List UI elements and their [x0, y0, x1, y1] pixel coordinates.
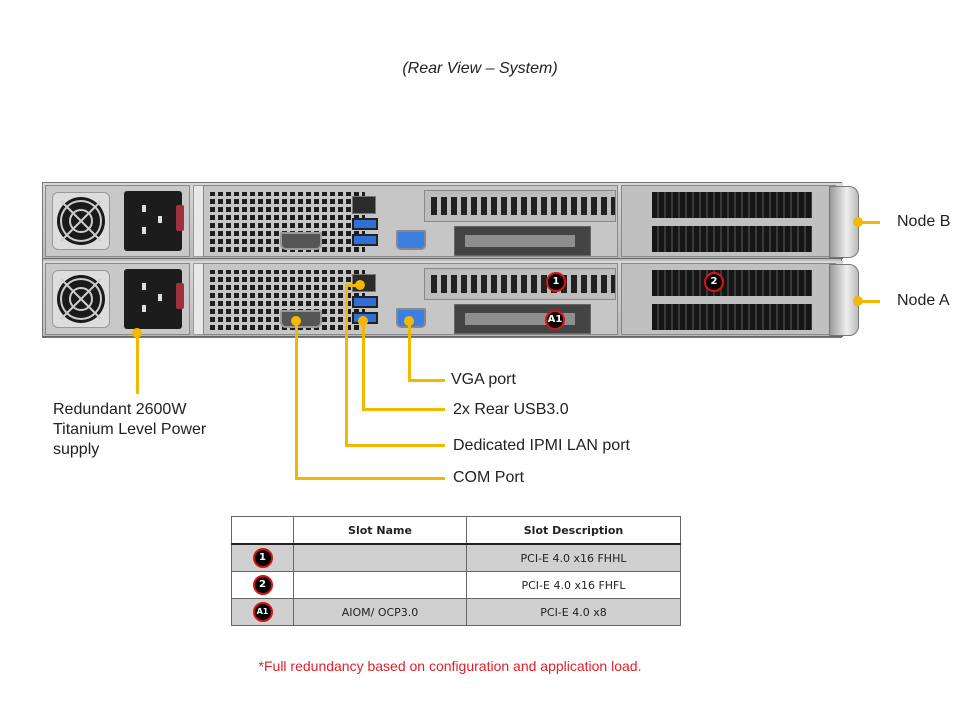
usb-label: 2x Rear USB3.0	[453, 401, 569, 418]
com-port-node-a	[280, 310, 322, 328]
callout-line-node-b	[858, 221, 880, 224]
gpu-grille	[652, 192, 812, 218]
callout-line-usb	[362, 320, 365, 410]
table-header: Slot Description	[466, 516, 681, 545]
node-b	[43, 183, 859, 259]
slot-a1-badge: A1	[545, 310, 565, 330]
ipmi-lan-port-node-b	[352, 196, 376, 214]
callout-line-vga	[408, 320, 411, 381]
aiom-slot-node-a	[454, 304, 591, 334]
slot-2-badge: 2	[704, 272, 724, 292]
slot-badge: A1	[252, 602, 273, 622]
callout-line-vga	[408, 379, 445, 382]
ipmi-lan-label: Dedicated IPMI LAN port	[453, 437, 630, 454]
slot-name	[293, 543, 467, 572]
power-supply-bottom	[45, 263, 190, 335]
power-supply-top	[45, 185, 190, 257]
callout-line-ipmi	[345, 284, 348, 446]
pcie-slot-2-node-b	[621, 185, 859, 258]
pcie-slot-2-node-a: 2	[621, 263, 859, 336]
io-panel-node-a: 1 A1	[203, 263, 618, 335]
slot-name: AIOM/ OCP3.0	[293, 598, 467, 626]
slot-badge: 2	[252, 575, 273, 595]
usb-port	[352, 218, 378, 230]
slot-description: PCI-E 4.0 x8	[466, 598, 681, 626]
slot-table: Slot Name Slot Description 1 PCI-E 4.0 x…	[231, 516, 681, 626]
slot-description: PCI-E 4.0 x16 FHFL	[466, 571, 681, 599]
table-row: 1 PCI-E 4.0 x16 FHHL	[231, 543, 681, 572]
power-inlet	[124, 269, 184, 329]
pcie-slot-1-node-a	[424, 268, 616, 300]
gpu-grille	[652, 304, 812, 330]
callout-line-ipmi	[345, 444, 445, 447]
callout-line-usb	[362, 408, 445, 411]
table-header	[231, 516, 294, 545]
fan-icon	[52, 270, 110, 328]
vga-label: VGA port	[451, 371, 516, 388]
slot-name	[293, 571, 467, 599]
footnote: *Full redundancy based on configuration …	[258, 658, 642, 674]
aiom-slot-node-b	[454, 226, 591, 256]
table-row: 2 PCI-E 4.0 x16 FHFL	[231, 571, 681, 599]
com-port-label: COM Port	[453, 469, 525, 486]
slot-description: PCI-E 4.0 x16 FHHL	[466, 543, 681, 572]
callout-line-ipmi	[345, 284, 359, 287]
callout-line-psu	[136, 332, 139, 394]
com-port-node-b	[280, 232, 322, 250]
vga-port-node-b	[396, 230, 426, 250]
power-inlet	[124, 191, 184, 251]
node-b-label: Node B	[897, 213, 951, 230]
usb-port	[352, 234, 378, 246]
diagram-caption: (Rear View – System)	[402, 60, 558, 77]
gpu-grille	[652, 226, 812, 252]
psu-label: Redundant 2600W Titanium Level Power sup…	[53, 401, 207, 458]
callout-line-com	[295, 477, 445, 480]
gpu-grille	[652, 270, 812, 296]
server-chassis-rear: 1 A1 2	[42, 182, 859, 338]
table-header-row: Slot Name Slot Description	[231, 516, 681, 545]
node-a-label: Node A	[897, 292, 950, 309]
table-row: A1 AIOM/ OCP3.0 PCI-E 4.0 x8	[231, 598, 681, 626]
usb-port	[352, 296, 378, 308]
callout-dot	[355, 280, 365, 290]
table-header: Slot Name	[293, 516, 467, 545]
callout-line-com	[295, 320, 298, 480]
fan-icon	[52, 192, 110, 250]
pcie-slot-1-node-b	[424, 190, 616, 222]
node-a: 1 A1 2	[43, 261, 859, 337]
io-panel-node-b	[203, 185, 618, 257]
slot-1-badge: 1	[546, 272, 566, 292]
slot-badge: 1	[252, 548, 273, 568]
callout-line-node-a	[858, 300, 880, 303]
